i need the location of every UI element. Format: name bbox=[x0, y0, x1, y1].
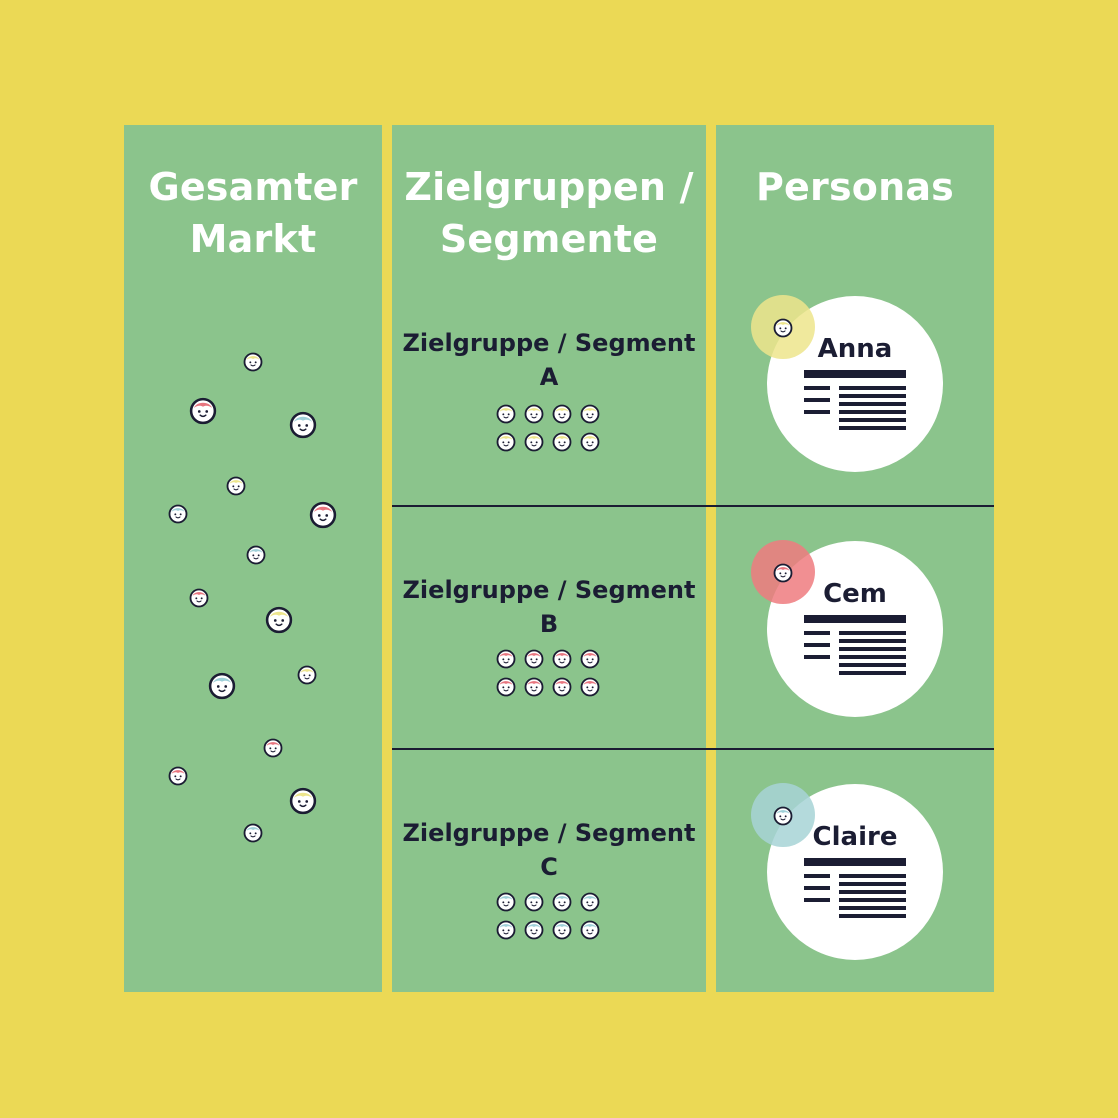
segment-title-b: Zielgruppe / Segment B bbox=[392, 573, 706, 641]
face-icon bbox=[208, 672, 236, 704]
face-icon bbox=[496, 404, 516, 424]
profile-document-icon bbox=[804, 858, 906, 918]
face-icon bbox=[552, 920, 572, 940]
face-icon bbox=[524, 404, 544, 424]
face-icon bbox=[580, 892, 600, 912]
face-icon bbox=[297, 665, 317, 689]
face-icon bbox=[168, 766, 188, 790]
face-icon bbox=[496, 920, 516, 940]
segment-letter: B bbox=[539, 610, 559, 638]
face-icon bbox=[552, 892, 572, 912]
column-title-target-groups: Zielgruppen / Segmente bbox=[392, 161, 706, 265]
segment-letter: A bbox=[539, 363, 559, 391]
face-icon bbox=[263, 738, 283, 762]
face-icon bbox=[524, 649, 544, 669]
face-icon bbox=[773, 563, 793, 587]
face-icon bbox=[309, 501, 337, 533]
face-icon bbox=[773, 806, 793, 830]
face-icon bbox=[580, 677, 600, 697]
face-icon bbox=[189, 588, 209, 612]
face-icon bbox=[496, 892, 516, 912]
segment-label: Zielgruppe / Segment bbox=[402, 576, 696, 604]
column-title-personas: Personas bbox=[716, 161, 994, 213]
segment-a-face-group bbox=[496, 404, 600, 452]
face-icon bbox=[226, 476, 246, 500]
face-icon bbox=[496, 432, 516, 452]
face-icon bbox=[189, 397, 217, 429]
column-title-line-2: Segmente bbox=[439, 217, 659, 261]
row-divider-2 bbox=[392, 748, 994, 750]
column-title-line-2: Markt bbox=[189, 217, 317, 261]
face-icon bbox=[496, 649, 516, 669]
segment-c-face-group bbox=[496, 892, 600, 940]
face-icon bbox=[243, 823, 263, 847]
segment-letter: C bbox=[540, 853, 558, 881]
persona-name: Claire bbox=[812, 822, 898, 852]
face-icon bbox=[524, 677, 544, 697]
face-icon bbox=[773, 318, 793, 342]
face-icon bbox=[552, 677, 572, 697]
persona-name: Cem bbox=[823, 579, 887, 609]
profile-document-icon bbox=[804, 370, 906, 430]
face-icon bbox=[552, 649, 572, 669]
face-icon bbox=[496, 677, 516, 697]
column-title-line-1: Gesamter bbox=[148, 165, 358, 209]
face-icon bbox=[289, 787, 317, 819]
segment-label: Zielgruppe / Segment bbox=[402, 329, 696, 357]
face-icon bbox=[580, 920, 600, 940]
segment-b-face-group bbox=[496, 649, 600, 697]
face-icon bbox=[524, 892, 544, 912]
face-icon bbox=[289, 411, 317, 443]
face-icon bbox=[168, 504, 188, 528]
profile-document-icon bbox=[804, 615, 906, 675]
face-icon bbox=[246, 545, 266, 569]
face-icon bbox=[524, 920, 544, 940]
column-target-groups: Zielgruppen / Segmente bbox=[392, 125, 706, 992]
segment-label: Zielgruppe / Segment bbox=[402, 819, 696, 847]
face-icon bbox=[552, 432, 572, 452]
persona-name: Anna bbox=[817, 334, 893, 364]
face-icon bbox=[265, 606, 293, 638]
column-title-total-market: Gesamter Markt bbox=[124, 161, 382, 265]
segment-title-a: Zielgruppe / Segment A bbox=[392, 326, 706, 394]
face-icon bbox=[580, 404, 600, 424]
face-icon bbox=[524, 432, 544, 452]
segment-title-c: Zielgruppe / Segment C bbox=[392, 816, 706, 884]
column-title-line-1: Zielgruppen / bbox=[404, 165, 694, 209]
row-divider-1 bbox=[392, 505, 994, 507]
face-icon bbox=[580, 432, 600, 452]
face-icon bbox=[580, 649, 600, 669]
column-title-line-1: Personas bbox=[755, 165, 954, 209]
face-icon bbox=[243, 352, 263, 376]
face-icon bbox=[552, 404, 572, 424]
